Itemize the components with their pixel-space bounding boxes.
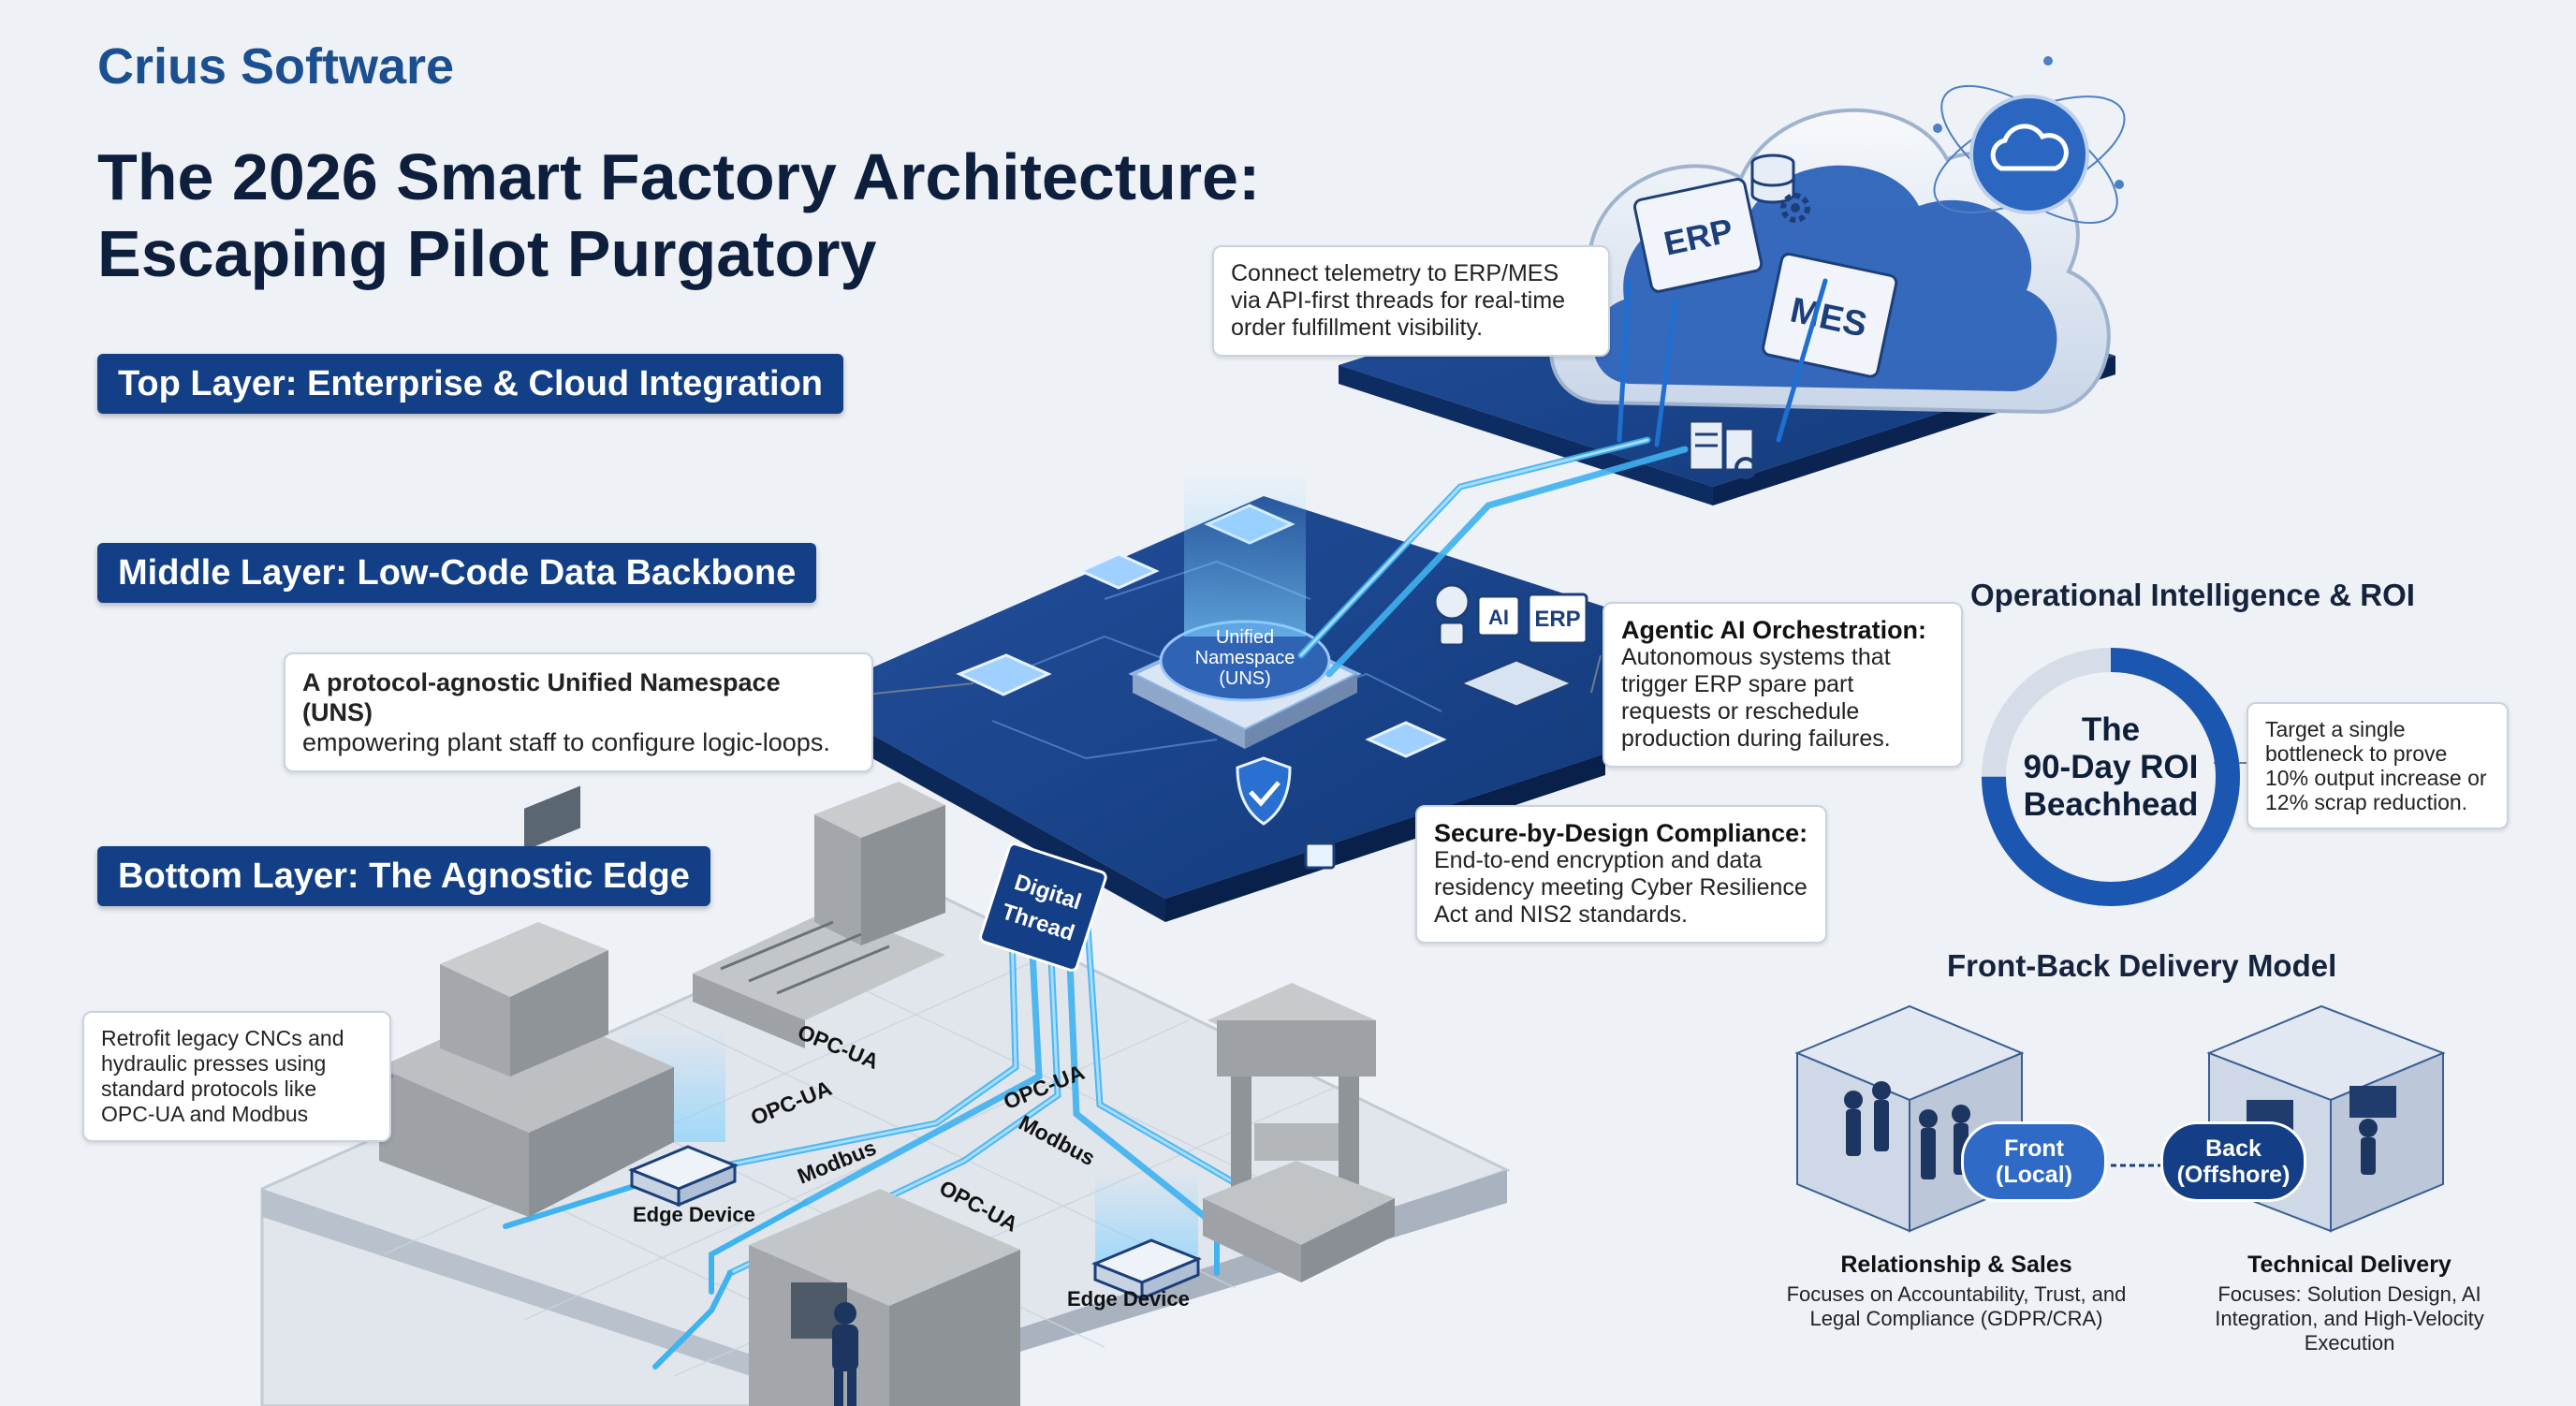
front-local-pill: Front (Local) — [1961, 1121, 2107, 1202]
roi-donut-line2: 90-Day ROI — [2023, 749, 2199, 785]
edge-device-2 — [1091, 1238, 1202, 1301]
back-caption-title: Technical Delivery — [2247, 1252, 2452, 1278]
edge-device-label-1: Edge Device — [633, 1203, 755, 1226]
shield-icon — [1236, 756, 1292, 826]
brand-name: Crius Software — [97, 38, 455, 95]
robot-icon: AI ERP — [1433, 583, 1588, 647]
layer-bottom-label: Bottom Layer: The Agnostic Edge — [97, 846, 710, 906]
page-title: The 2026 Smart Factory Architecture: Esc… — [97, 139, 1314, 292]
lock-icon — [1304, 826, 1336, 870]
machine-arm-icon — [1456, 658, 1586, 729]
roi-donut-label: The 90-Day ROI Beachhead — [1994, 711, 2228, 824]
retrofit-callout: Retrofit legacy CNCs and hydraulic press… — [82, 1011, 391, 1142]
secure-title: Secure-by-Design Compliance: — [1434, 819, 1808, 847]
roi-callout: Target a single bottleneck to prove 10% … — [2247, 702, 2509, 829]
ai-badge-label: AI — [1488, 606, 1509, 629]
uns-callout: A protocol-agnostic Unified Namespace (U… — [284, 652, 873, 772]
back-offshore-pill: Back (Offshore) — [2160, 1121, 2306, 1202]
front-caption-title: Relationship & Sales — [1840, 1252, 2072, 1278]
cnc-machine-1 — [379, 785, 674, 1217]
cloud-callout: Connect telemetry to ERP/MES via API-fir… — [1212, 245, 1610, 357]
uns-callout-line2: empowering plant staff to configure logi… — [302, 728, 830, 756]
agentic-ai-text: Autonomous systems that trigger ERP spar… — [1621, 644, 1891, 752]
roi-donut-line3: Beachhead — [2023, 786, 2199, 823]
shield-small-icon — [1365, 721, 1447, 758]
page-title-line1: The 2026 Smart Factory Architecture: — [97, 140, 1261, 213]
backbone-platform: AI ERP — [847, 496, 1610, 922]
cloud-shape: ERP MES — [1548, 108, 2111, 415]
mes-block: MES — [1762, 252, 1898, 378]
roi-section-title: Operational Intelligence & ROI — [1970, 578, 2415, 612]
erp-badge-label: ERP — [1534, 607, 1580, 632]
conveyor-machine — [693, 782, 945, 1048]
digital-thread-badge: Digital Thread — [979, 842, 1107, 972]
secure-text: End-to-end encryption and data residency… — [1434, 847, 1808, 928]
edge-device-label-2: Edge Device — [1067, 1287, 1190, 1311]
operator-figure — [832, 1302, 858, 1406]
uns-label: Unified Namespace (UNS) — [1194, 627, 1295, 689]
database-icon — [1750, 154, 1795, 204]
roi-donut-line1: The — [2081, 711, 2141, 748]
erp-block: ERP — [1632, 178, 1764, 293]
uns-hub — [1128, 620, 1362, 749]
roi-donut-fill — [1982, 648, 2240, 906]
hydraulic-press — [1203, 983, 1395, 1282]
server-icon — [1688, 419, 1757, 479]
edge-device-1 — [628, 1145, 739, 1208]
layer-top-label: Top Layer: Enterprise & Cloud Integratio… — [97, 354, 844, 414]
page-title-line2: Escaping Pilot Purgatory — [97, 217, 877, 290]
uns-callout-line1: A protocol-agnostic Unified Namespace (U… — [302, 668, 781, 726]
delivery-section-title: Front-Back Delivery Model — [1947, 948, 2337, 983]
back-caption-text: Focuses: Solution Design, AI Integration… — [2215, 1282, 2484, 1355]
agentic-ai-title: Agentic AI Orchestration: — [1621, 616, 1927, 644]
secure-callout: Secure-by-Design Compliance: End-to-end … — [1415, 805, 1827, 944]
agentic-ai-callout: Agentic AI Orchestration: Autonomous sys… — [1603, 602, 1963, 768]
layer-middle-label: Middle Layer: Low-Code Data Backbone — [97, 543, 817, 603]
cloud-orbit-icon — [1933, 56, 2126, 225]
front-caption-text: Focuses on Accountability, Trust, and Le… — [1786, 1282, 2127, 1330]
roi-donut — [1982, 648, 2240, 906]
delivery-rooms — [1794, 1004, 2446, 1233]
gear-icon — [1780, 193, 1810, 223]
